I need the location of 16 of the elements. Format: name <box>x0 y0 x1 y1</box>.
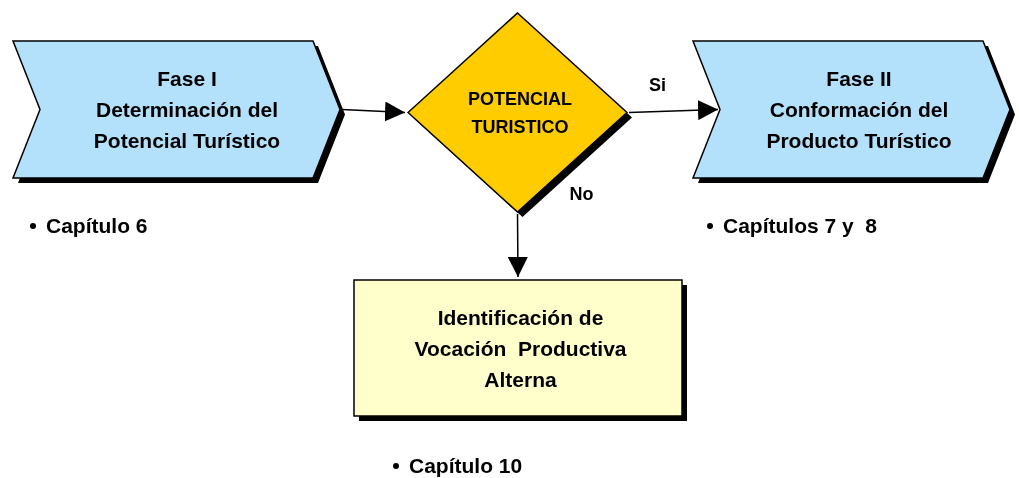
box-text: Conformación del Producto Turístico <box>765 97 953 154</box>
decision-diamond <box>407 12 633 218</box>
arrow <box>628 100 719 121</box>
phase-title: Fase I <box>157 66 217 92</box>
arrow <box>507 213 528 278</box>
box-text: Determinación del Potencial Turístico <box>92 97 282 154</box>
box-text: Identificación de Vocación Productiva Alterna <box>413 304 628 393</box>
phase-chevron <box>692 40 1016 184</box>
chapter-note: Capítulo 10 <box>409 453 523 478</box>
chapter-note: Capítulos 7 y 8 <box>723 213 878 239</box>
phase-chevron <box>12 40 346 184</box>
arrow <box>341 101 406 122</box>
phase-title: Fase II <box>826 66 892 92</box>
process-box <box>353 279 688 422</box>
decision-label: POTENCIAL TURISTICO <box>467 87 573 139</box>
chapter-note: Capítulo 6 <box>46 213 148 239</box>
